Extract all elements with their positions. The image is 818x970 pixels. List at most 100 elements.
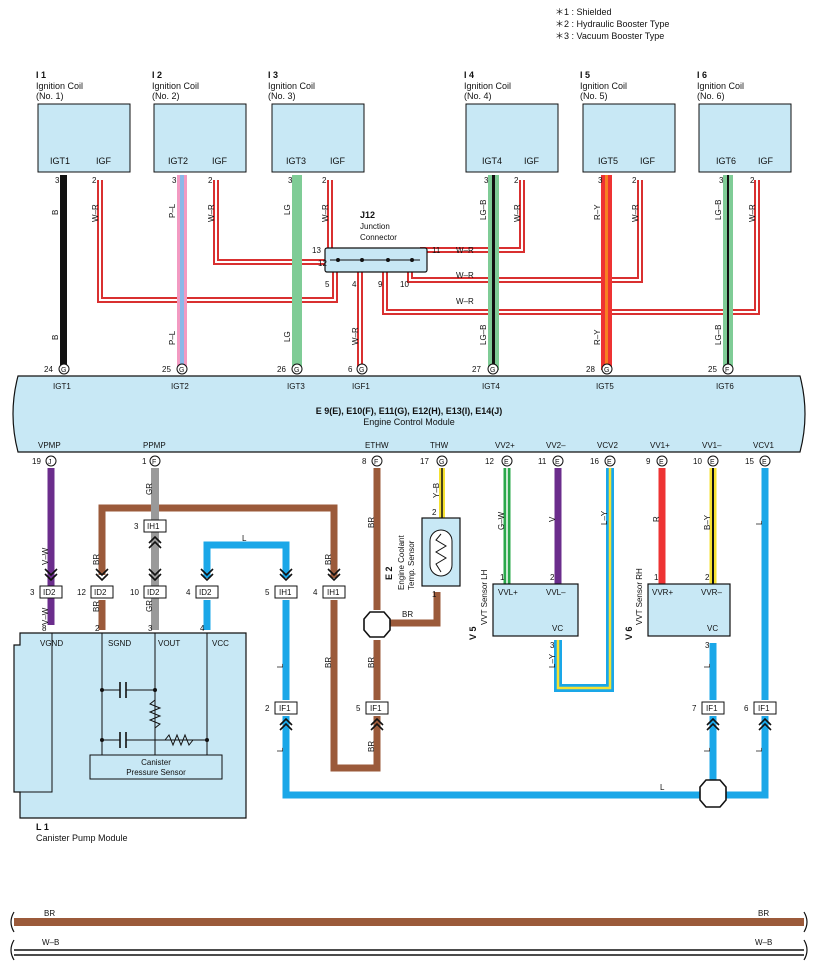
svg-text:2: 2 xyxy=(95,624,100,633)
svg-text:IGF: IGF xyxy=(212,156,228,166)
note-2: ＊2 : Hydraulic Booster Type xyxy=(555,19,670,29)
svg-text:2: 2 xyxy=(432,508,437,517)
svg-text:VVR+: VVR+ xyxy=(652,588,673,597)
svg-text:LG–B: LG–B xyxy=(714,200,723,220)
svg-text:IGF: IGF xyxy=(330,156,346,166)
svg-text:G: G xyxy=(359,367,364,374)
svg-text:L: L xyxy=(276,747,285,752)
coil-1-ret: IGF xyxy=(96,156,112,166)
notes: ＊1 : Shielded ＊2 : Hydraulic Booster Typ… xyxy=(555,6,669,42)
svg-text:BR: BR xyxy=(92,554,101,565)
svg-text:12: 12 xyxy=(318,259,327,268)
svg-text:IGT2: IGT2 xyxy=(168,156,188,166)
svg-text:IGT4: IGT4 xyxy=(482,382,500,391)
svg-text:LG–B: LG–B xyxy=(479,200,488,220)
svg-text:VC: VC xyxy=(707,624,718,633)
svg-text:L 1: L 1 xyxy=(36,822,49,832)
svg-text:VV1+: VV1+ xyxy=(650,441,670,450)
svg-text:VPMP: VPMP xyxy=(38,441,61,450)
svg-text:SGND: SGND xyxy=(108,639,131,648)
svg-text:B–Y: B–Y xyxy=(703,514,712,530)
svg-text:6: 6 xyxy=(744,704,749,713)
svg-text:I 6: I 6 xyxy=(697,70,707,80)
svg-text:ID2: ID2 xyxy=(199,588,212,597)
svg-text:10: 10 xyxy=(693,457,702,466)
svg-text:BR: BR xyxy=(367,741,376,752)
svg-text:PPMP: PPMP xyxy=(143,441,166,450)
svg-text:W–B: W–B xyxy=(42,938,59,947)
svg-text:IH1: IH1 xyxy=(147,522,160,531)
svg-text:4: 4 xyxy=(352,280,357,289)
svg-text:2: 2 xyxy=(514,176,519,185)
svg-text:Ignition Coil: Ignition Coil xyxy=(152,81,199,91)
svg-text:LG–B: LG–B xyxy=(714,325,723,345)
svg-text:5: 5 xyxy=(325,280,330,289)
svg-text:8: 8 xyxy=(42,624,47,633)
svg-text:VV2–: VV2– xyxy=(546,441,566,450)
svg-text:LG: LG xyxy=(283,204,292,215)
svg-text:3: 3 xyxy=(705,641,710,650)
svg-text:E: E xyxy=(710,459,715,466)
junction-connector: J12 Junction Connector 13 12 11 10 9 5 4 xyxy=(312,210,441,289)
svg-text:E: E xyxy=(762,459,767,466)
svg-text:IF1: IF1 xyxy=(758,704,770,713)
svg-text:Temp. Sensor: Temp. Sensor xyxy=(407,540,416,590)
svg-text:11: 11 xyxy=(538,457,547,466)
svg-text:I 3: I 3 xyxy=(268,70,278,80)
svg-text:16: 16 xyxy=(590,457,599,466)
svg-text:G: G xyxy=(179,367,184,374)
svg-text:5: 5 xyxy=(265,588,270,597)
svg-text:10: 10 xyxy=(400,280,409,289)
svg-text:BR: BR xyxy=(92,601,101,612)
svg-text:17: 17 xyxy=(420,457,429,466)
ecm-title: E 9(E), E10(F), E11(G), E12(H), E13(I), … xyxy=(316,406,503,416)
svg-text:VVT Sensor RH: VVT Sensor RH xyxy=(635,568,644,625)
svg-text:F: F xyxy=(374,459,378,466)
svg-text:IGF1: IGF1 xyxy=(352,382,370,391)
svg-text:W–R: W–R xyxy=(456,246,474,255)
svg-text:V: V xyxy=(548,516,557,522)
svg-text:(No. 5): (No. 5) xyxy=(580,91,608,101)
svg-text:IGT3: IGT3 xyxy=(286,156,306,166)
svg-text:1: 1 xyxy=(142,457,147,466)
igt6-wire xyxy=(723,175,733,370)
svg-text:W–R: W–R xyxy=(513,204,522,222)
svg-text:2: 2 xyxy=(632,176,637,185)
svg-text:W–R: W–R xyxy=(456,271,474,280)
svg-text:IF1: IF1 xyxy=(279,704,291,713)
ecm-bottom-pins: VPMP J 19 PPMP F 1 ETHW F 8 THW G 17 VV2… xyxy=(32,441,774,467)
svg-text:E: E xyxy=(607,459,612,466)
svg-text:I 2: I 2 xyxy=(152,70,162,80)
svg-text:1: 1 xyxy=(654,573,659,582)
svg-text:ID2: ID2 xyxy=(94,588,107,597)
svg-text:8: 8 xyxy=(362,457,367,466)
coolant-temp-sensor: 2 1 E 2 Engine Coolant Temp. Sensor xyxy=(384,508,461,599)
svg-text:L: L xyxy=(755,747,764,752)
svg-text:Canister: Canister xyxy=(141,758,171,767)
svg-text:R–Y: R–Y xyxy=(593,329,602,345)
svg-text:9: 9 xyxy=(378,280,383,289)
svg-text:Canister Pump Module: Canister Pump Module xyxy=(36,833,128,843)
svg-text:25: 25 xyxy=(708,365,717,374)
svg-text:2: 2 xyxy=(750,176,755,185)
ecm-name: Engine Control Module xyxy=(363,417,455,427)
svg-text:19: 19 xyxy=(32,457,41,466)
svg-text:3: 3 xyxy=(288,176,293,185)
svg-text:2: 2 xyxy=(322,176,327,185)
svg-text:VCV1: VCV1 xyxy=(753,441,774,450)
svg-text:J12: J12 xyxy=(360,210,375,220)
svg-text:W–R: W–R xyxy=(91,204,100,222)
svg-text:R: R xyxy=(652,516,661,522)
coil-3: I 3 Ignition Coil (No. 3) IGT3 IGF 3 2 xyxy=(268,70,365,185)
svg-text:IH1: IH1 xyxy=(327,588,340,597)
svg-text:F: F xyxy=(725,367,729,374)
svg-text:I 4: I 4 xyxy=(464,70,474,80)
svg-text:Junction: Junction xyxy=(360,222,390,231)
svg-text:BR: BR xyxy=(324,657,333,668)
svg-text:Connector: Connector xyxy=(360,233,397,242)
coil-1-id: I 1 xyxy=(36,70,46,80)
svg-text:B: B xyxy=(51,335,60,340)
svg-text:G–W: G–W xyxy=(497,511,506,530)
